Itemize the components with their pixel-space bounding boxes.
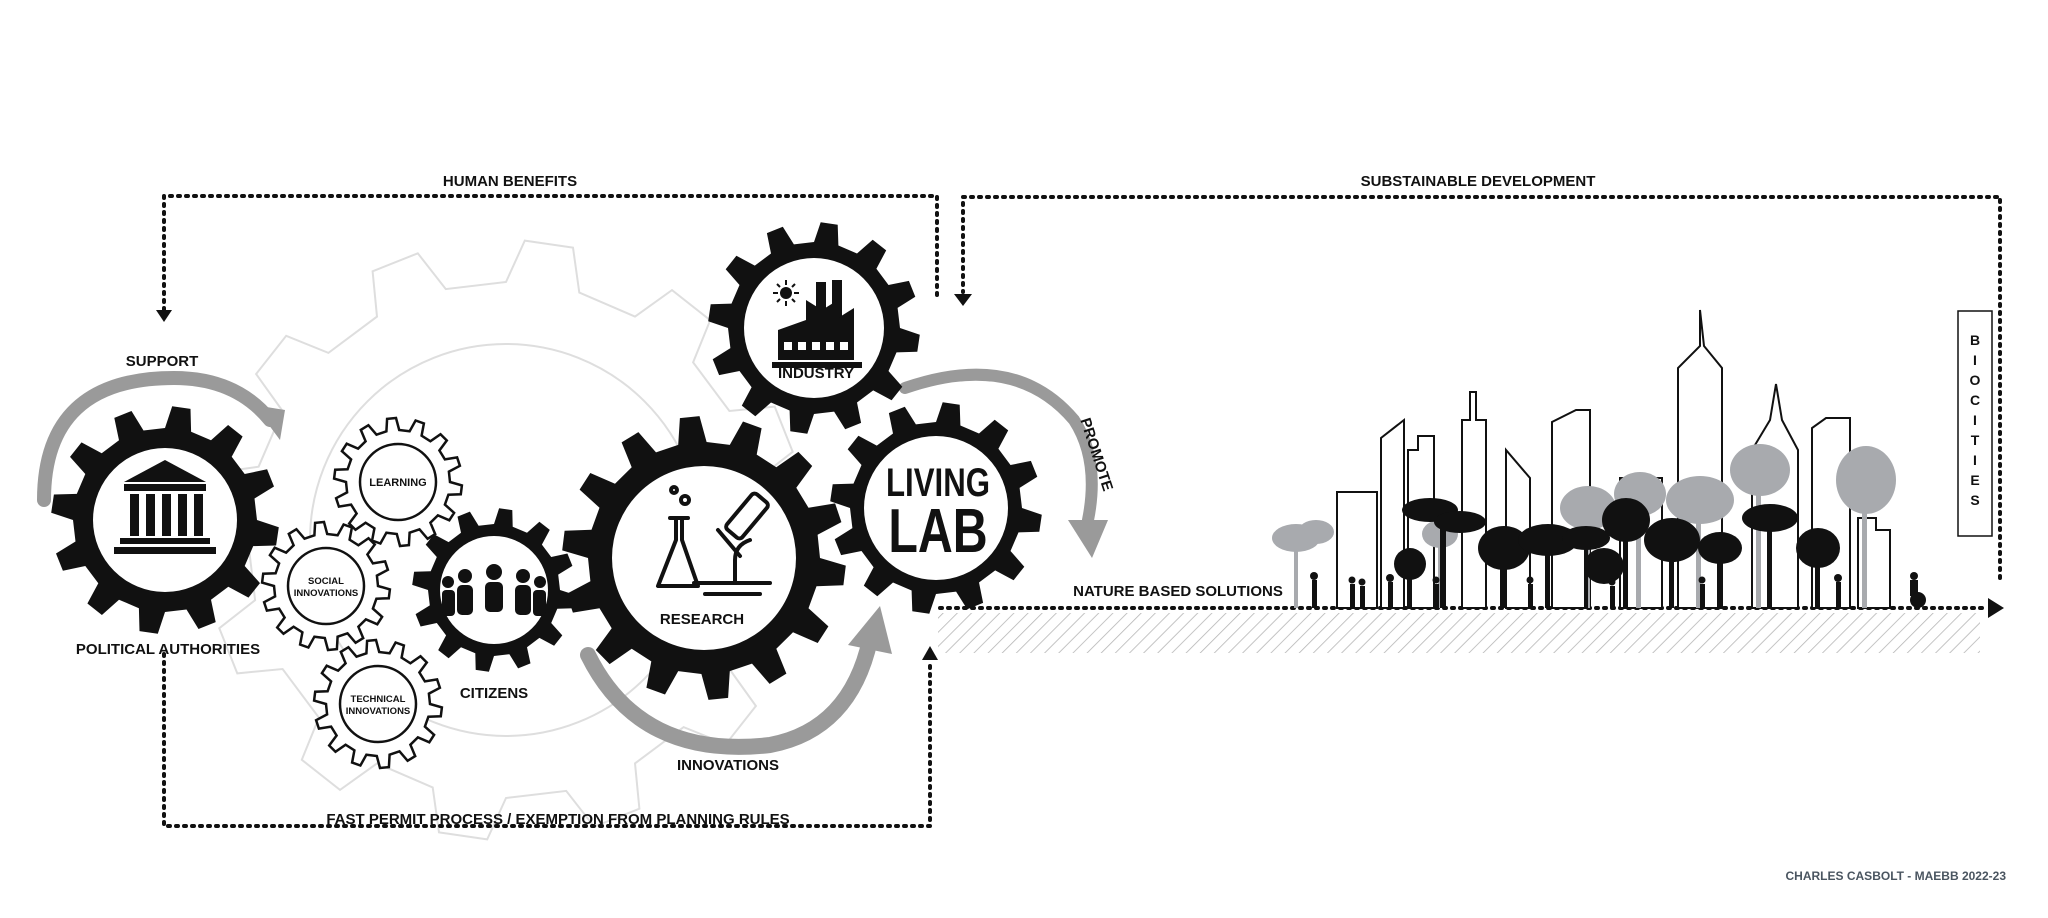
social-innovations-label-1: SOCIAL [308,576,344,587]
innovations-label: INNOVATIONS [677,757,779,774]
ground-hatch [938,613,1980,653]
city-skyline-illustration [1272,309,1926,609]
living-lab-title-2: LAB [888,496,987,565]
fast-permit-label: FAST PERMIT PROCESS / EXEMPTION FROM PLA… [326,811,789,828]
technical-innovations-label-1: TECHNICAL [351,694,406,705]
biocities-letter: I [1973,352,1977,368]
biocities-letter: B [1970,332,1980,348]
support-label: SUPPORT [126,353,199,370]
promote-arrow [899,368,1108,558]
industry-label: INDUSTRY [778,365,854,382]
technical-innovations-gear [312,638,444,770]
biocities-letter: I [1973,452,1977,468]
research-label: RESEARCH [660,611,744,628]
sustainable-development-label: SUBSTAINABLE DEVELOPMENT [1361,173,1596,190]
gear-hub [338,664,418,744]
biocities-letter: C [1970,392,1980,408]
living-lab-gear [830,402,1042,614]
people-silhouettes [1310,572,1926,608]
social-innovations-label-2: INNOVATIONS [294,588,359,599]
gear-hub [864,436,1008,580]
living-lab-title-1: LIVING [886,460,990,505]
citizens-label: CITIZENS [460,685,528,702]
support-arrow [37,370,285,507]
gear-hub [286,546,366,626]
human-benefits-label: HUMAN BENEFITS [443,173,577,190]
learning-gear [332,416,464,548]
biocities-letter: S [1970,492,1979,508]
fast-permit-loop [162,646,938,828]
research-gear [562,416,846,700]
gear-hub [612,466,796,650]
microscope-icon [656,485,772,596]
credit-text: CHARLES CASBOLT - MAEBB 2022-23 [1786,869,2007,883]
black-trees [1394,498,1840,608]
biocities-letter: O [1970,372,1981,388]
human-benefits-loop [156,194,939,322]
biocities-letter: I [1973,412,1977,428]
arrow-right-icon [1988,598,2004,618]
sustainable-development-loop [954,195,2002,580]
political-authorities-label: POLITICAL AUTHORITIES [76,641,260,658]
biocities-letter: T [1971,432,1980,448]
social-innovations-gear [260,520,392,652]
technical-innovations-label-2: INNOVATIONS [346,706,411,717]
nature-based-solutions-label: NATURE BASED SOLUTIONS [1073,583,1283,600]
factory-icon [772,280,862,368]
gear-hub [358,442,438,522]
arrow-up-icon [922,646,938,660]
learning-label: LEARNING [369,477,426,489]
innovations-arrow [580,606,892,755]
arrow-down-icon [156,310,172,322]
biocities-letter: E [1970,472,1979,488]
arrow-down-icon [954,294,972,306]
citizens-group-icon [442,564,546,616]
government-building-icon [114,460,216,554]
